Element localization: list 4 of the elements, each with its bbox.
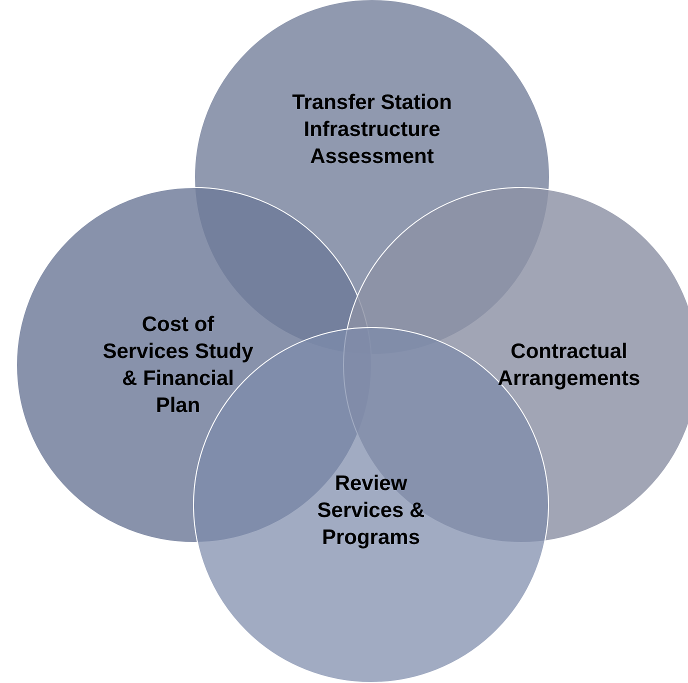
circle-label: Review Services & Programs [316, 470, 426, 550]
circle-label: Contractual Arrangements [496, 339, 642, 392]
circle-label: Cost of Services Study & Financial Plan [102, 312, 254, 419]
circle-label: Transfer Station Infrastructure Assessment [291, 90, 453, 170]
